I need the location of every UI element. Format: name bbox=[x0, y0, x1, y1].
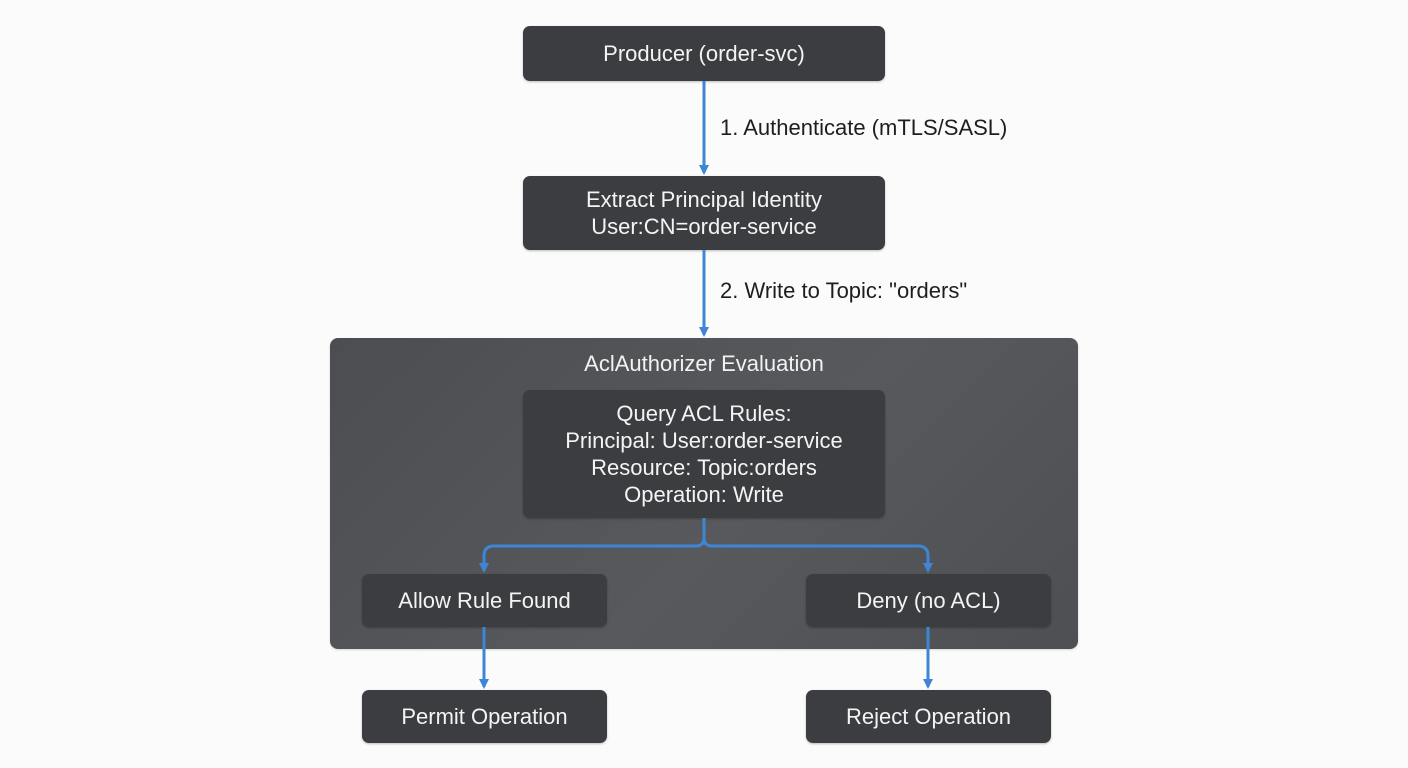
node-extract-principal: Extract Principal Identity User:CN=order… bbox=[523, 176, 885, 250]
edge-label-write: 2. Write to Topic: "orders" bbox=[720, 278, 968, 303]
node-deny: Deny (no ACL) bbox=[806, 574, 1051, 627]
node-extract-principal-line-1: Extract Principal Identity bbox=[586, 187, 822, 212]
node-query-acl-line-2: Principal: User:order-service bbox=[565, 428, 843, 453]
node-producer-text: Producer (order-svc) bbox=[603, 41, 805, 66]
authorizer-group-title: AclAuthorizer Evaluation bbox=[584, 351, 824, 376]
node-query-acl-line-3: Resource: Topic:orders bbox=[591, 455, 817, 480]
node-permit: Permit Operation bbox=[362, 690, 607, 743]
node-query-acl: Query ACL Rules: Principal: User:order-s… bbox=[523, 390, 885, 518]
node-permit-text: Permit Operation bbox=[401, 704, 568, 729]
node-allow-rule-text: Allow Rule Found bbox=[398, 588, 571, 613]
node-allow-rule: Allow Rule Found bbox=[362, 574, 607, 627]
node-extract-principal-line-2: User:CN=order-service bbox=[591, 214, 817, 239]
node-query-acl-line-4: Operation: Write bbox=[624, 482, 784, 507]
node-reject: Reject Operation bbox=[806, 690, 1051, 743]
node-reject-text: Reject Operation bbox=[845, 704, 1012, 729]
node-deny-text: Deny (no ACL) bbox=[856, 588, 1001, 613]
node-producer: Producer (order-svc) bbox=[523, 26, 885, 81]
edge-label-authenticate: 1. Authenticate (mTLS/SASL) bbox=[720, 115, 1008, 140]
node-query-acl-line-1: Query ACL Rules: bbox=[616, 401, 792, 426]
